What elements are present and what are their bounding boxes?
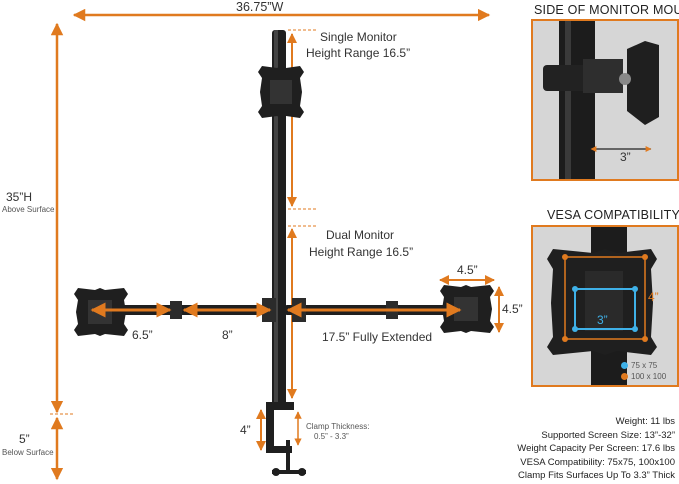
dual-monitor-range: Height Range 16.5” bbox=[309, 245, 414, 259]
clamp-thickness-title: Clamp Thickness: bbox=[306, 422, 370, 431]
middle-segment-label: 8” bbox=[222, 328, 233, 342]
right-vesa-plate bbox=[440, 285, 494, 333]
vesa-vertical-label: 4” bbox=[648, 290, 659, 304]
legend-label-75: 75 x 75 bbox=[631, 360, 658, 370]
vesa-inset bbox=[531, 225, 679, 387]
top-vesa-plate bbox=[258, 66, 304, 118]
below-label: 5” bbox=[19, 432, 30, 446]
width-label: 36.75”W bbox=[236, 0, 284, 14]
single-monitor-title: Single Monitor bbox=[320, 30, 397, 44]
vesa-horizontal-label: 3” bbox=[597, 313, 608, 327]
vesa-title: VESA COMPATIBILITY: bbox=[547, 208, 679, 222]
desk-clamp bbox=[266, 402, 306, 476]
legend-dot-orange-icon bbox=[621, 373, 628, 380]
legend-label-100: 100 x 100 bbox=[631, 371, 667, 381]
extended-label: 17.5” Fully Extended bbox=[322, 330, 433, 344]
side-mount-title: SIDE OF MONITOR MOUNT: bbox=[534, 3, 679, 17]
legend-item: 100 x 100 bbox=[621, 371, 666, 382]
specs-list: Weight: 11 lbs Supported Screen Size: 13… bbox=[517, 415, 675, 483]
spec-weight-capacity: Weight Capacity Per Screen: 17.6 lbs bbox=[517, 443, 675, 454]
single-monitor-range: Height Range 16.5” bbox=[306, 46, 411, 60]
spec-screen-size: Supported Screen Size: 13”-32” bbox=[541, 429, 675, 441]
plate-height-label: 4.5” bbox=[502, 302, 523, 316]
clamp-height-label: 4” bbox=[240, 423, 251, 437]
left-vesa-plate bbox=[74, 288, 128, 336]
legend-item: 75 x 75 bbox=[621, 360, 666, 371]
height-label: 35”H bbox=[6, 190, 33, 204]
side-mount-inset bbox=[531, 19, 679, 181]
clamp-thickness-range: 0.5” - 3.3” bbox=[314, 432, 349, 441]
dual-monitor-title: Dual Monitor bbox=[326, 228, 395, 242]
spec-weight: Weight: 11 lbs bbox=[615, 416, 675, 427]
height-sub-label: Above Surface bbox=[2, 205, 55, 214]
legend-dot-blue-icon bbox=[621, 362, 628, 369]
below-sub-label: Below Surface bbox=[2, 448, 54, 457]
spec-clamp: Clamp Fits Surfaces Up To 3.3” Thick bbox=[518, 470, 675, 481]
side-mount-width-label: 3” bbox=[620, 150, 631, 164]
spec-vesa: VESA Compatibility: 75x75, 100x100 bbox=[520, 456, 675, 468]
plate-width-label: 4.5” bbox=[457, 263, 478, 277]
vesa-legend: 75 x 75 100 x 100 bbox=[621, 360, 666, 382]
left-segment-label: 6.5” bbox=[132, 328, 153, 342]
